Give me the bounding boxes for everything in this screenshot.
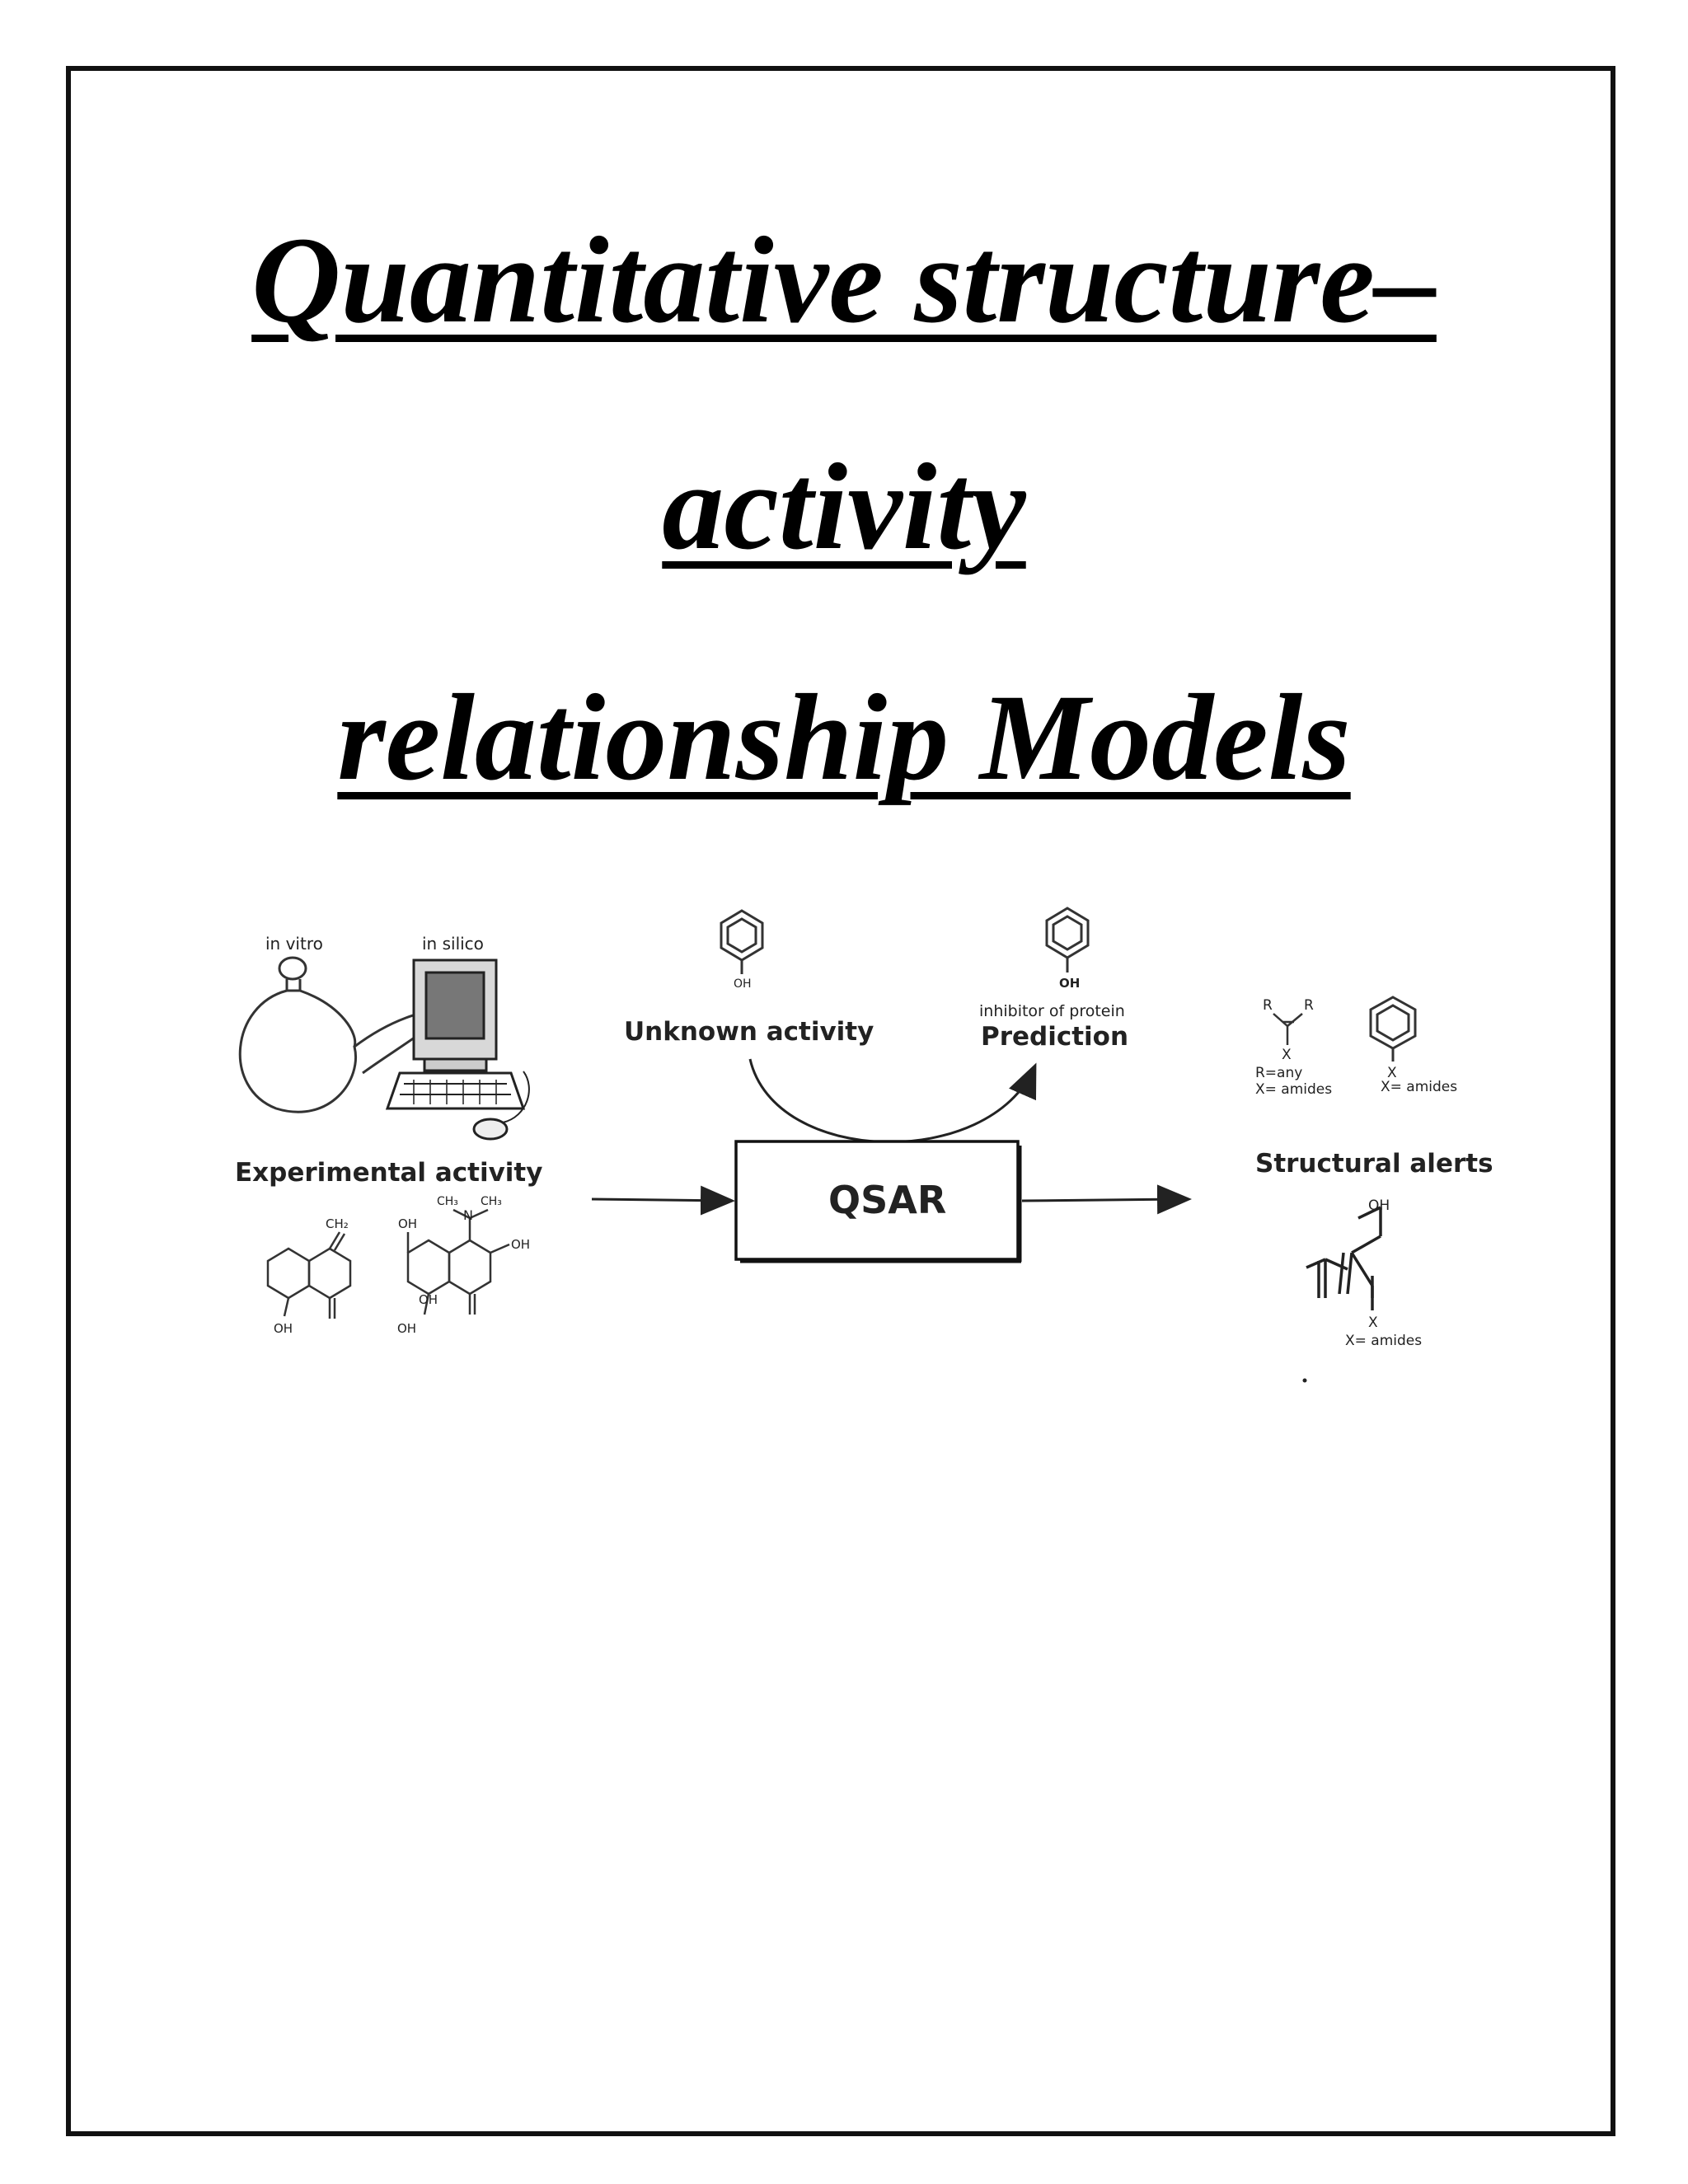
prediction-curve-arrow (748, 1058, 1037, 1144)
qsar-box (734, 1140, 1022, 1263)
ch2-label: CH₂ (326, 1216, 349, 1231)
prediction-phenol-structure (1045, 907, 1090, 972)
input-arrow (591, 1185, 735, 1216)
page-border (66, 66, 1615, 2136)
unknown-oh-label: OH (734, 977, 752, 991)
alert-benzene-structure (1369, 996, 1417, 1062)
output-arrow (1021, 1184, 1192, 1215)
x-amides-label-3: X= amides (1345, 1333, 1422, 1349)
x-amides-label-1: X= amides (1255, 1081, 1332, 1098)
alert-diene-structure (1306, 1206, 1382, 1310)
prediction-sub-label: inhibitor of protein (979, 1002, 1125, 1020)
r-any-label: R=any (1255, 1065, 1302, 1081)
oh-label-b: OH (511, 1237, 530, 1252)
tetracycline-fragment-structure (406, 1208, 510, 1315)
x-label-2: X (1387, 1065, 1397, 1081)
oh-label-d: OH (397, 1321, 416, 1336)
title-line-3: relationship Models (337, 669, 1351, 806)
in-vitro-label: in vitro (265, 934, 323, 954)
qsar-label: QSAR (828, 1178, 946, 1222)
in-silico-label: in silico (422, 934, 484, 954)
structural-alerts-caption: Structural alerts (1255, 1149, 1493, 1179)
oh-label-c: OH (419, 1292, 438, 1307)
ch3-label-a: CH₃ (437, 1195, 458, 1208)
title-line-2: activity (662, 438, 1026, 575)
ch3-label-b: CH₃ (481, 1195, 502, 1208)
experimental-activity-caption: Experimental activity (235, 1158, 542, 1188)
n-label: N (463, 1207, 473, 1223)
ring1-oh-label: OH (274, 1321, 293, 1336)
unknown-activity-label: Unknown activity (624, 1017, 874, 1047)
title-line-1: Quantitative structure– (251, 212, 1437, 349)
computer-icon (385, 958, 530, 1141)
x-label-3: X (1368, 1315, 1378, 1331)
oh-label-a: OH (398, 1216, 417, 1231)
naphthalenone-structure (266, 1231, 352, 1319)
r-label-1: R (1263, 997, 1273, 1014)
prediction-oh-label: OH (1059, 976, 1080, 991)
alert-structure-1 (1273, 1013, 1303, 1045)
unknown-phenol-structure (720, 909, 764, 974)
prediction-label: Prediction (981, 1022, 1128, 1052)
stray-dot (1302, 1378, 1307, 1383)
x-label-1: X (1282, 1047, 1292, 1063)
x-amides-label-2: X= amides (1381, 1079, 1457, 1095)
qsar-diagram: in vitro in silico Experimental activity… (235, 907, 1493, 1383)
alert-oh-label: OH (1368, 1197, 1390, 1214)
r-label-2: R (1304, 997, 1314, 1014)
